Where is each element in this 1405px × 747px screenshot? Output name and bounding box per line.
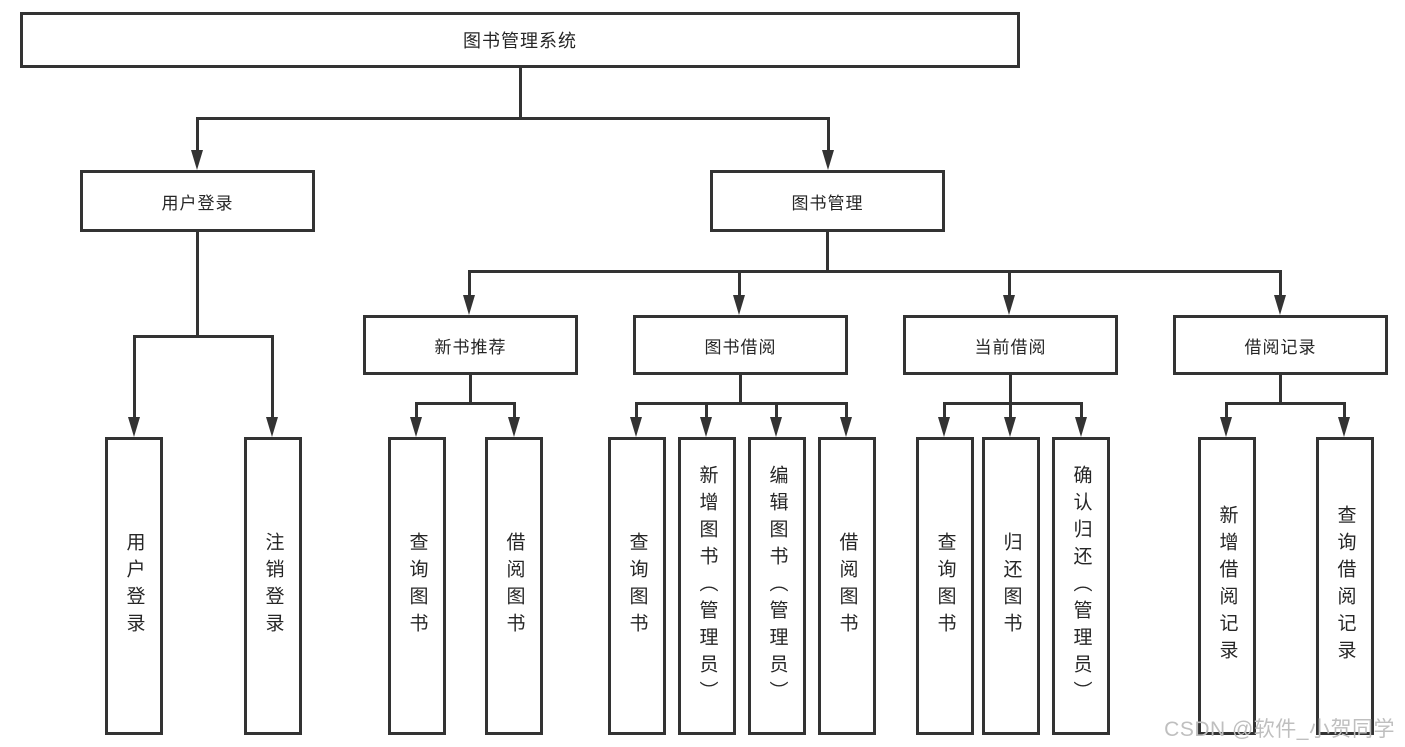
connector-line [468,270,471,297]
node-borrow-books-leaf: 借阅图书 [818,437,876,735]
node-add-books-admin: 新增图书（管理员） [678,437,736,735]
connector-line [1009,402,1012,419]
connector-line [1225,402,1228,419]
node-borrow-records: 借阅记录 [1173,315,1388,375]
node-return-books: 归还图书 [982,437,1040,735]
connector-line [415,402,516,405]
arrow-down-icon [266,417,278,437]
connector-line [196,117,830,120]
arrow-down-icon [1004,417,1016,437]
arrow-down-icon [128,417,140,437]
node-logout: 注销登录 [244,437,302,735]
arrow-down-icon [840,417,852,437]
connector-line [1080,402,1083,419]
arrow-down-icon [191,150,203,170]
connector-line [513,402,516,419]
connector-line [519,68,522,119]
connector-line [738,270,741,297]
arrow-down-icon [822,150,834,170]
node-current-borrow: 当前借阅 [903,315,1118,375]
node-new-book-recommend: 新书推荐 [363,315,578,375]
connector-line [415,402,418,419]
arrow-down-icon [630,417,642,437]
node-user-login-leaf: 用户登录 [105,437,163,735]
node-book-management: 图书管理 [710,170,945,232]
connector-line [775,402,778,419]
node-query-books-borrow: 查询图书 [608,437,666,735]
node-query-books-recommend: 查询图书 [388,437,446,735]
connector-line [1343,402,1346,419]
connector-line [469,375,472,404]
connector-line [196,232,199,337]
arrow-down-icon [1075,417,1087,437]
arrow-down-icon [938,417,950,437]
node-system-root: 图书管理系统 [20,12,1020,68]
connector-line [635,402,638,419]
connector-line [1279,375,1282,404]
connector-line [845,402,848,419]
arrow-down-icon [1220,417,1232,437]
connector-line [468,270,1282,273]
connector-line [271,335,274,419]
connector-line [943,402,946,419]
connector-line [943,402,1083,405]
connector-line [635,402,848,405]
connector-line [826,232,829,272]
arrow-down-icon [733,295,745,315]
connector-line [133,335,274,338]
connector-line [1009,375,1012,404]
arrow-down-icon [1338,417,1350,437]
node-book-borrow: 图书借阅 [633,315,848,375]
arrow-down-icon [410,417,422,437]
node-query-borrow-record: 查询借阅记录 [1316,437,1374,735]
node-borrow-books-recommend: 借阅图书 [485,437,543,735]
arrow-down-icon [770,417,782,437]
node-edit-books-admin: 编辑图书（管理员） [748,437,806,735]
node-user-login: 用户登录 [80,170,315,232]
node-add-borrow-record: 新增借阅记录 [1198,437,1256,735]
arrow-down-icon [508,417,520,437]
arrow-down-icon [1003,295,1015,315]
connector-line [133,335,136,419]
connector-line [705,402,708,419]
connector-line [739,375,742,404]
arrow-down-icon [700,417,712,437]
connector-line [1279,270,1282,297]
node-confirm-return-admin: 确认归还（管理员） [1052,437,1110,735]
arrow-down-icon [463,295,475,315]
connector-line [1225,402,1346,405]
node-query-books-current: 查询图书 [916,437,974,735]
connector-line [1008,270,1011,297]
arrow-down-icon [1274,295,1286,315]
connector-line [827,117,830,152]
connector-line [196,117,199,152]
watermark: CSDN @软件_小贺同学 [1164,718,1395,741]
